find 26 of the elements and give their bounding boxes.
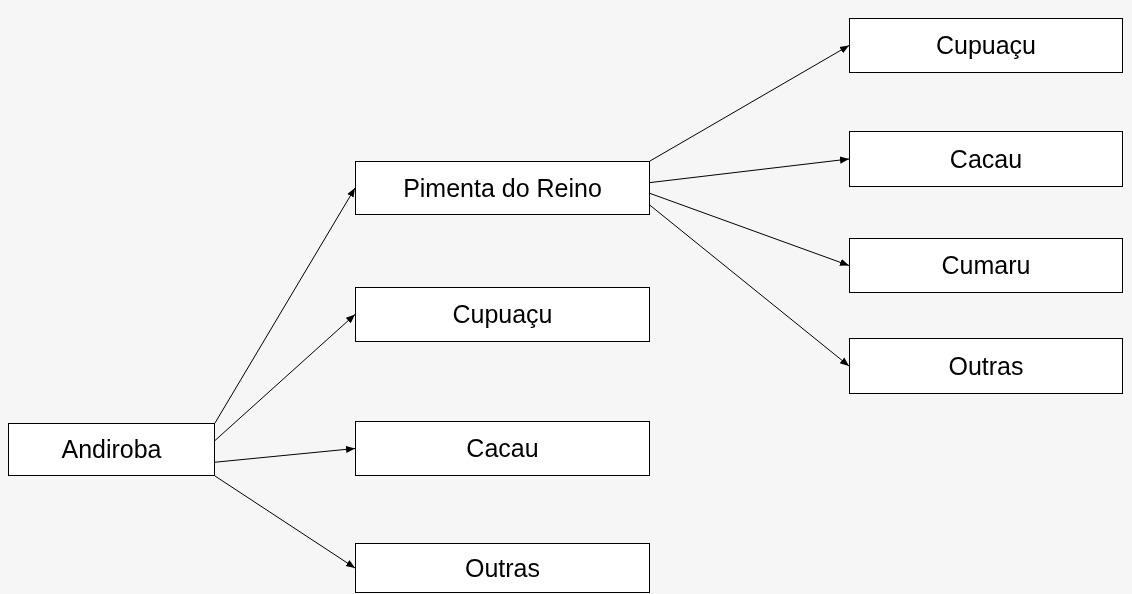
box-label: Outras (465, 553, 540, 583)
process-box (355, 287, 650, 342)
arrow (214, 475, 356, 569)
arrow (649, 156, 850, 184)
box-label: Andiroba (61, 435, 162, 464)
process-box (849, 338, 1123, 394)
box-label: Cacau (466, 434, 539, 463)
arrow (649, 192, 850, 266)
process-box (355, 421, 650, 476)
process-box (355, 161, 650, 215)
process-box (355, 543, 650, 593)
box-label: Cupuaçu (452, 300, 553, 329)
arrow (649, 45, 850, 162)
box-label: Cacau (949, 144, 1023, 174)
arrow (214, 445, 356, 463)
box-label: Cupuaçu (935, 31, 1037, 60)
process-box (849, 238, 1123, 293)
arrow (214, 187, 356, 424)
arrow (214, 314, 356, 441)
box-label: Outras (948, 351, 1024, 381)
process-box (849, 131, 1123, 187)
arrow (649, 204, 850, 367)
box-label: Pimenta do Reino (403, 173, 602, 203)
process-box (849, 18, 1123, 73)
box-label: Cumaru (941, 251, 1031, 280)
process-box (8, 423, 215, 476)
